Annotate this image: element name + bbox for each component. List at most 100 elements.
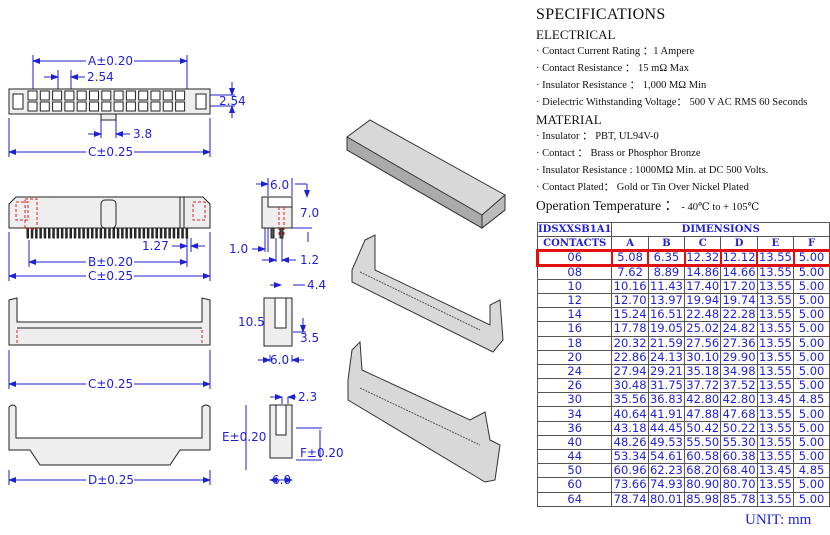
contact-cavity [125,101,136,112]
spec-line: · Dielectric Withstanding Voltage： 500 V… [536,97,808,108]
contact-pin [35,227,38,239]
dimension-cell: 4.85 [793,463,830,479]
contact-cavity [64,101,75,112]
contacts-cell: 20 [536,349,613,365]
dim-width-6-0-c: 6.0 [272,473,291,487]
dimension-cell: 17.20 [720,278,758,294]
contacts-cell: 16 [536,321,613,337]
dimension-cell: 5.00 [793,406,830,422]
dimension-cell: 30.10 [684,349,722,365]
specifications-panel: SPECIFICATIONS ELECTRICAL · Contact Curr… [536,4,828,216]
contact-pin [159,227,163,239]
dimension-cell: 14.66 [720,264,758,280]
dim-c-top: C±0.25 [88,145,133,159]
dimension-cell: 27.56 [684,335,722,351]
dimension-cell: 36.83 [647,392,686,408]
dimension-cell: 80.01 [647,491,686,507]
contact-pin [95,227,98,239]
contact-cavity [101,90,112,101]
dimension-cell: 35.18 [684,363,722,380]
contacts-cell: 18 [536,335,613,351]
contact-pin [30,227,34,239]
technical-drawings: A±0.20 2.54 2.54 3.8 C±0.25 1.27 B±0.20 … [8,54,506,487]
contact-cavity [138,90,149,101]
dimension-cell: 21.59 [647,335,686,351]
contacts-cell: 60 [536,477,613,493]
dimension-cell: 7.62 [611,264,649,280]
contacts-cell: 30 [536,392,613,408]
dim-b: B±0.20 [88,255,133,269]
dimension-cell: 5.00 [793,363,830,380]
dimension-cell: 12.70 [611,292,649,309]
dimension-cell: 13.55 [756,349,795,365]
contact-pin [177,227,180,239]
column-header-a: A [611,236,649,252]
dimension-cell: 11.43 [647,278,686,294]
dimension-cell: 5.00 [793,292,830,309]
contact-pin [56,227,60,239]
contact-cavity [39,90,50,101]
spec-line: · Contact Resistance ： 15 mΩ Max [536,63,690,74]
contacts-cell: 64 [536,491,613,507]
material-heading: MATERIAL [536,112,602,127]
contact-pin [146,227,150,239]
contact-pin [112,227,115,239]
dimension-cell: 13.97 [647,292,686,309]
column-header-b: B [647,236,686,252]
contact-pin [78,227,81,239]
contact-cavity [27,101,38,112]
contact-pin [86,227,90,239]
dimension-cell: 60.96 [611,463,649,479]
column-header-e: E [756,236,795,252]
contact-pin [108,227,111,239]
dimension-cell: 29.90 [720,349,758,365]
contacts-header: CONTACTS [536,236,613,252]
contact-cavity [162,90,173,101]
dimension-cell: 22.48 [684,307,722,323]
dimension-cell: 15.24 [611,307,649,323]
dim-height-7-0: 7.0 [300,206,319,220]
dimension-cell: 5.00 [793,434,830,451]
dim-e: E±0.20 [222,430,266,444]
dimension-cell: 43.18 [611,420,649,436]
contact-cavity [150,90,161,101]
contacts-cell: 34 [536,406,613,422]
contact-cavity [52,101,63,112]
dimension-cell: 14.86 [684,264,722,280]
dim-key-width: 3.8 [133,127,152,141]
contact-cavity [27,90,38,101]
dimension-cell: 40.64 [611,406,649,422]
contact-pin [185,227,189,239]
dim-1-2: 1.2 [300,253,319,267]
column-header-c: C [684,236,722,252]
contacts-cell: 10 [536,278,613,294]
dimension-cell: 13.55 [756,363,795,380]
dimension-cell: 50.42 [684,420,722,436]
operation-temperature: Operation Temperature ： - 40℃ to + 105℃ [536,196,828,216]
contact-cavity [150,101,161,112]
dim-pitch-horizontal: 2.54 [87,70,114,84]
dimension-cell: 17.40 [684,278,722,294]
contacts-cell: 44 [536,448,613,465]
contact-cavity [89,90,99,101]
dimension-cell: 13.55 [756,278,795,294]
electrical-heading: ELECTRICAL [536,27,616,42]
operation-value: - 40℃ to + 105℃ [681,202,760,213]
dimension-cell: 55.30 [720,434,758,451]
dimension-cell: 68.20 [684,463,722,479]
unit-label: UNIT: mm [745,512,812,528]
dimension-cell: 13.55 [756,249,795,267]
contact-cavity [113,101,124,112]
contact-pin [151,227,154,239]
dim-c-bottom: C±0.25 [88,377,133,391]
part-number-header: IDSXXSB1A1 [536,221,613,238]
contact-pin [60,227,64,239]
